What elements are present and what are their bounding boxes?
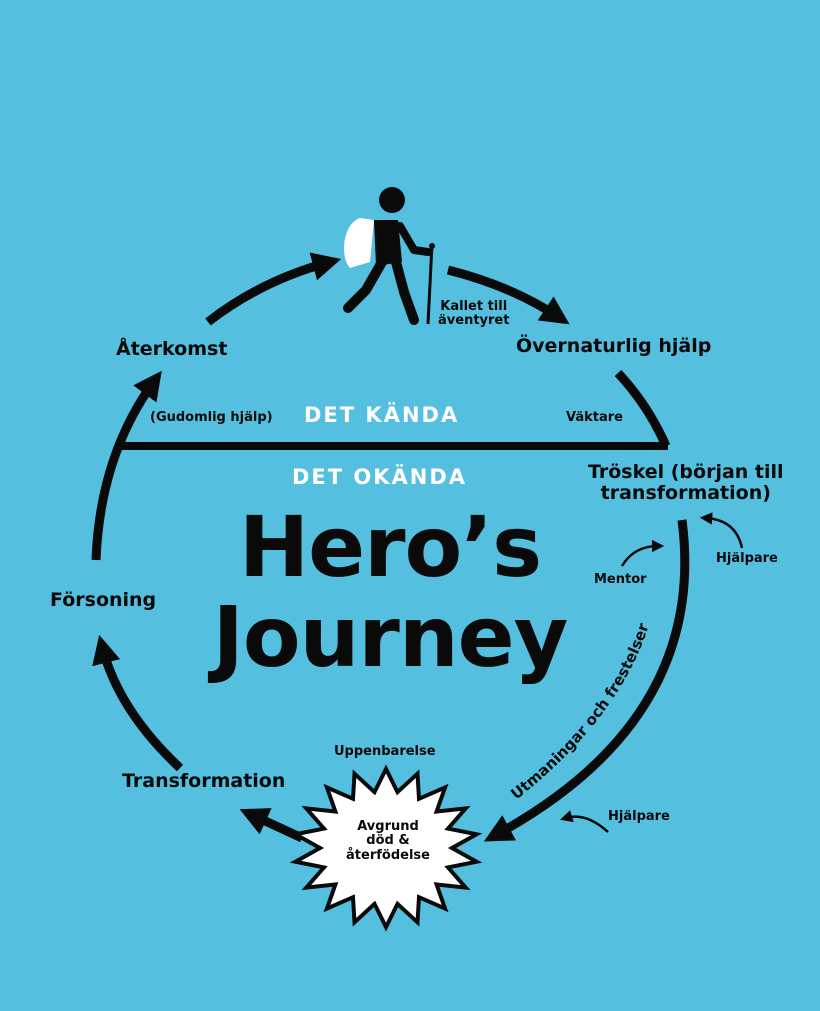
threshold-line-1: Tröskel (början till: [588, 461, 784, 483]
return-label: Återkomst: [116, 338, 228, 360]
threshold-line-2: transformation): [600, 481, 771, 504]
revelation-label: Uppenbarelse: [334, 744, 436, 759]
starburst-icon: [289, 764, 483, 932]
supernatural-aid-label: Övernaturlig hjälp: [516, 335, 712, 357]
guardian-label: Väktare: [566, 410, 623, 425]
atonement-label: Försoning: [50, 589, 157, 611]
abyss-line-1: Avgrund: [357, 819, 419, 834]
call-to-adventure-label: Kallet till äventyret: [438, 299, 510, 329]
helper-upper-label: Hjälpare: [716, 551, 778, 566]
arc-transformation-to-atonement: [92, 634, 184, 772]
arc-aid-to-threshold: [614, 369, 671, 448]
arc-return-to-call: [205, 252, 342, 326]
arc-trials-to-abyss: [483, 519, 690, 842]
zone-known: DET KÄNDA: [304, 403, 460, 427]
abyss-line-3: återfödelse: [346, 847, 430, 863]
hiker-icon: [343, 187, 435, 325]
abyss-label: Avgrund död & återfödelse: [338, 819, 438, 863]
zone-unknown: DET OKÄNDA: [292, 465, 468, 489]
helper-lower-arrow: [560, 810, 609, 833]
title-line-2: Journey: [212, 588, 569, 686]
arc-atonement-to-return: [91, 370, 162, 561]
call-line-1: Kallet till: [440, 299, 508, 314]
transformation-label: Transformation: [122, 770, 286, 792]
abyss-line-2: död &: [366, 833, 410, 849]
helper-lower-label: Hjälpare: [608, 809, 670, 824]
threshold-label: Tröskel (början till transformation): [588, 462, 784, 504]
mentor-label: Mentor: [594, 572, 647, 587]
divine-help-label: (Gudomlig hjälp): [150, 410, 273, 425]
call-line-2: äventyret: [438, 313, 510, 329]
mentor-arrow: [620, 539, 665, 567]
arc-call-to-aid: [446, 265, 570, 325]
title-line-1: Hero’s: [238, 498, 542, 596]
helper-upper-arrow: [699, 512, 744, 549]
